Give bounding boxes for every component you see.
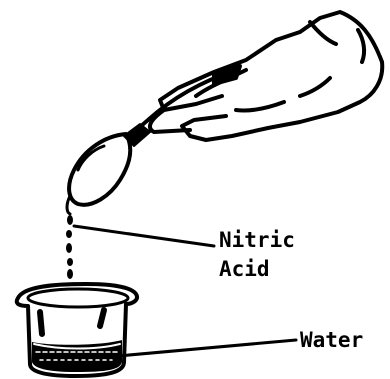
nitric-acid-leader (74, 226, 214, 246)
nitric-label: Nitric (219, 230, 295, 251)
water-leader (118, 340, 296, 356)
spoon (67, 70, 236, 214)
acid-label: Acid (219, 259, 270, 280)
water-label: Water (300, 330, 363, 351)
hand (150, 12, 382, 140)
beaker (17, 284, 137, 376)
acid-drops (66, 215, 73, 279)
